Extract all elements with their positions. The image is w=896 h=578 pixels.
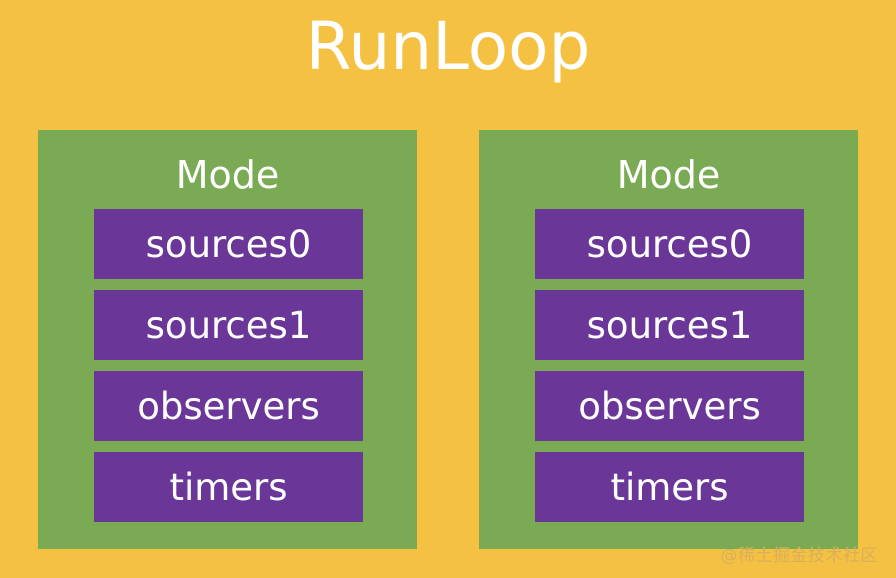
mode-left-item-observers: observers bbox=[94, 371, 363, 441]
mode-right-item-timers: timers bbox=[535, 452, 804, 522]
mode-right-item-sources1: sources1 bbox=[535, 290, 804, 360]
mode-left-item-timers: timers bbox=[94, 452, 363, 522]
mode-right-item-observers: observers bbox=[535, 371, 804, 441]
mode-title-right: Mode bbox=[616, 153, 721, 197]
watermark: @稀土掘金技术社区 bbox=[720, 546, 878, 566]
runloop-title: RunLoop bbox=[305, 8, 591, 85]
mode-title-left: Mode bbox=[175, 153, 280, 197]
mode-left-item-sources0: sources0 bbox=[94, 209, 363, 279]
mode-right-item-sources0: sources0 bbox=[535, 209, 804, 279]
mode-left-item-sources1: sources1 bbox=[94, 290, 363, 360]
